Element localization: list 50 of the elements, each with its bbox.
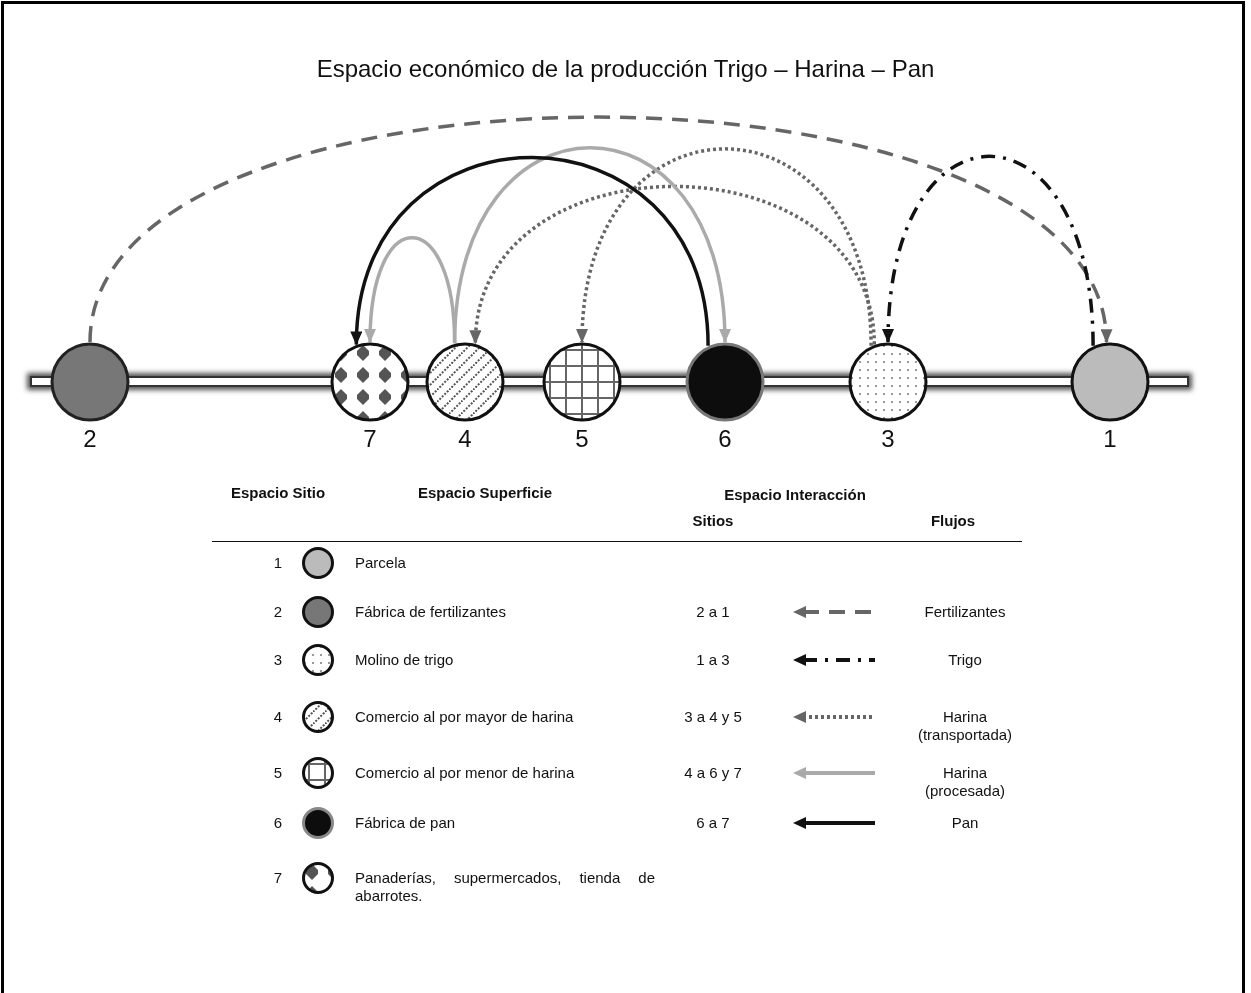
- row-number: 1: [272, 554, 284, 572]
- flow-name: Pan: [950, 814, 980, 832]
- flow-arrow: [577, 147, 873, 346]
- column-header: Flujos: [929, 512, 977, 530]
- row-number: 5: [272, 764, 284, 782]
- flow-arrow: [452, 146, 730, 344]
- diagram-title: Espacio económico de la producción Trigo – Harina – Pan: [315, 55, 936, 83]
- flow-arrow: [882, 154, 1095, 346]
- site-circle: [425, 342, 505, 422]
- flow-name: Fertilizantes: [923, 603, 1007, 621]
- column-header: Espacio Sitio: [229, 484, 327, 502]
- site-circle: [542, 342, 622, 422]
- site-pair: 4 a 6 y 7: [683, 764, 743, 782]
- flow-name: Harina (transportada): [916, 708, 1014, 744]
- row-number: 4: [272, 708, 284, 726]
- site-number: 3: [880, 425, 896, 453]
- flow-name: Trigo: [947, 651, 983, 669]
- flow-name: Harina (procesada): [923, 764, 1006, 800]
- site-description: Comercio al por mayor de harina: [355, 708, 575, 726]
- site-circle: [330, 342, 410, 422]
- site-number: 7: [362, 425, 378, 453]
- row-number: 2: [272, 603, 284, 621]
- site-number: 6: [717, 425, 733, 453]
- site-description: Parcela: [355, 554, 407, 572]
- site-number: 1: [1102, 425, 1118, 453]
- site-pair: 2 a 1: [695, 603, 731, 621]
- flow-arrow: [471, 184, 877, 345]
- site-description: Comercio al por menor de harina: [355, 764, 576, 782]
- site-circle: [1070, 342, 1150, 422]
- site-pair: 1 a 3: [695, 651, 731, 669]
- site-number: 4: [457, 425, 473, 453]
- flow-arrow: [351, 156, 710, 346]
- row-number: 7: [272, 869, 284, 887]
- site-description: Fábrica de pan: [355, 814, 457, 832]
- site-circle: [50, 342, 130, 422]
- row-number: 6: [272, 814, 284, 832]
- column-header: Espacio Interacción: [723, 486, 867, 504]
- column-header: Sitios: [691, 512, 735, 530]
- site-description: Panaderías, supermercados, tienda de abarrotes.: [355, 869, 655, 905]
- site-circle: [685, 342, 765, 422]
- row-number: 3: [272, 651, 284, 669]
- flow-arrow: [364, 236, 457, 344]
- site-pair: 3 a 4 y 5: [683, 708, 743, 726]
- site-number: 5: [574, 425, 590, 453]
- site-pair: 6 a 7: [695, 814, 731, 832]
- site-circle: [848, 342, 928, 422]
- site-number: 2: [82, 425, 98, 453]
- site-description: Fábrica de fertilizantes: [355, 603, 507, 621]
- site-description: Molino de trigo: [355, 651, 455, 669]
- column-header: Espacio Superficie: [416, 484, 554, 502]
